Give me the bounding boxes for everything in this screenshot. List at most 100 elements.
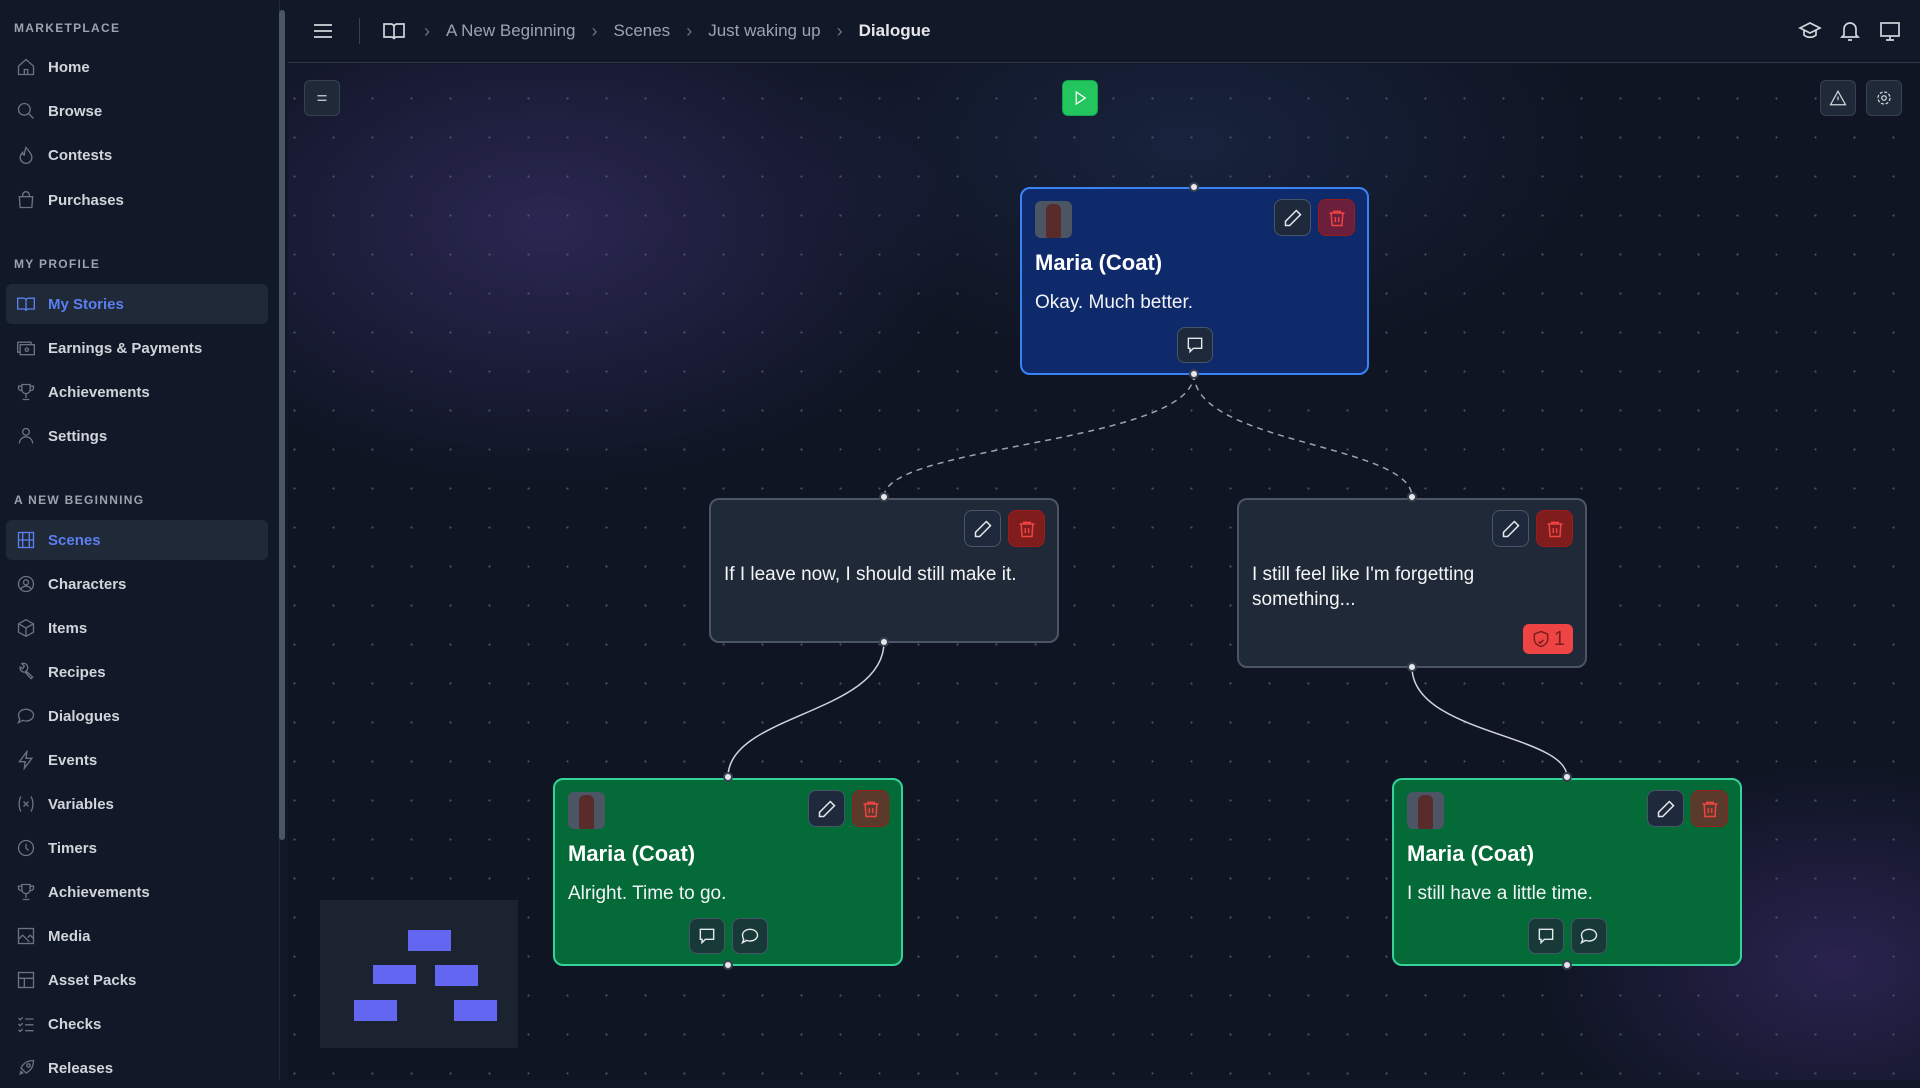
delete-button[interactable] (852, 790, 889, 827)
film-icon (17, 531, 35, 549)
node-input-handle[interactable] (1407, 492, 1417, 502)
breadcrumb-current: Dialogue (858, 21, 931, 40)
add-dialogue-button[interactable] (1176, 327, 1213, 363)
node-output-handle[interactable] (879, 637, 889, 647)
node-output-handle[interactable] (1562, 960, 1572, 970)
sidebar-item-checks[interactable]: Checks (6, 1004, 268, 1044)
add-dialogue-button[interactable] (1527, 918, 1564, 954)
choice-node-2[interactable]: I still feel like I'm forgetting somethi… (1237, 498, 1587, 668)
dialogue-text: Alright. Time to go. (568, 883, 727, 904)
sidebar-item-variables[interactable]: Variables (6, 784, 268, 824)
sidebar-item-recipes[interactable]: Recipes (6, 652, 268, 692)
sidebar-item-browse[interactable]: Browse (6, 91, 268, 131)
node-input-handle[interactable] (879, 492, 889, 502)
edit-button[interactable] (1274, 199, 1311, 236)
minimap[interactable] (320, 900, 518, 1048)
sidebar-item-my-stories[interactable]: My Stories (6, 284, 268, 324)
dialogue-canvas[interactable]: Maria (Coat) Okay. Much better. If I lea… (288, 64, 1920, 1080)
dialogue-node-leaf-2[interactable]: Maria (Coat) I still have a little time. (1392, 778, 1742, 966)
menu-icon[interactable] (311, 19, 335, 43)
checklist-icon (18, 1016, 34, 1033)
chevron-right-icon: › (591, 20, 598, 41)
book-icon[interactable] (382, 19, 406, 43)
breadcrumb-scene[interactable]: Just waking up (708, 21, 821, 40)
breadcrumb-scenes[interactable]: Scenes (613, 21, 671, 40)
sidebar-item-dialogues[interactable]: Dialogues (6, 696, 268, 736)
node-input-handle[interactable] (1562, 772, 1572, 782)
add-choice-button[interactable] (731, 918, 768, 954)
gear-icon (1877, 91, 1891, 105)
condition-count: 1 (1553, 627, 1565, 650)
play-icon (1075, 90, 1087, 106)
character-name: Maria (Coat) (1407, 841, 1535, 866)
delete-button[interactable] (1008, 510, 1045, 547)
edit-button[interactable] (808, 790, 845, 827)
monitor-icon[interactable] (1878, 19, 1902, 43)
chat-icon (16, 706, 36, 726)
minimap-node (354, 1000, 397, 1021)
sidebar-item-asset-packs[interactable]: Asset Packs (6, 960, 268, 1000)
divider (359, 18, 360, 44)
delete-button[interactable] (1318, 199, 1355, 236)
sidebar-item-characters[interactable]: Characters (6, 564, 268, 604)
settings-button[interactable] (1866, 80, 1902, 116)
sidebar-item-label: Recipes (48, 663, 106, 681)
add-choice-button[interactable] (1570, 918, 1607, 954)
node-input-handle[interactable] (723, 772, 733, 782)
choice-text: If I leave now, I should still make it. (724, 564, 1017, 585)
variable-icon (18, 796, 34, 812)
sidebar-item-earnings[interactable]: Earnings & Payments (6, 328, 268, 368)
edit-button[interactable] (1647, 790, 1684, 827)
sidebar-item-label: My Stories (48, 295, 124, 313)
sidebar-item-label: Characters (48, 575, 127, 593)
sidebar-item-contests[interactable]: Contests (6, 135, 268, 175)
edit-button[interactable] (964, 510, 1001, 547)
edit-button[interactable] (1492, 510, 1529, 547)
warnings-button[interactable] (1820, 80, 1856, 116)
sidebar-item-achievements-story[interactable]: Achievements (6, 872, 268, 912)
toggle-panel-button[interactable] (304, 80, 340, 116)
node-output-handle[interactable] (723, 960, 733, 970)
graduation-cap-icon[interactable] (1798, 19, 1822, 43)
sidebar-item-items[interactable]: Items (6, 608, 268, 648)
choice-node-1[interactable]: If I leave now, I should still make it. (709, 498, 1059, 643)
sidebar-item-releases[interactable]: Releases (6, 1048, 268, 1088)
warning-icon (1829, 89, 1847, 106)
shield-check-icon (1533, 630, 1549, 648)
character-avatar (1035, 201, 1072, 238)
bell-icon[interactable] (1838, 19, 1862, 43)
pencil-icon (973, 519, 993, 539)
trash-icon (1017, 519, 1037, 539)
sidebar-scrollbar[interactable] (279, 10, 285, 840)
sidebar-item-label: Items (48, 619, 88, 637)
minimap-node (435, 965, 478, 986)
chat-dots-icon (1536, 926, 1556, 946)
delete-button[interactable] (1691, 790, 1728, 827)
sidebar-item-settings[interactable]: Settings (6, 416, 268, 456)
add-dialogue-button[interactable] (688, 918, 725, 954)
chat-bubble-icon (1579, 926, 1599, 946)
sidebar-item-events[interactable]: Events (6, 740, 268, 780)
breadcrumb-story[interactable]: A New Beginning (446, 21, 576, 40)
node-input-handle[interactable] (1189, 182, 1199, 192)
delete-button[interactable] (1536, 510, 1573, 547)
sidebar-item-label: Purchases (48, 191, 124, 209)
dialogue-node-root[interactable]: Maria (Coat) Okay. Much better. (1020, 187, 1369, 375)
sidebar-item-achievements[interactable]: Achievements (6, 372, 268, 412)
sidebar-item-home[interactable]: Home (6, 47, 268, 87)
node-output-handle[interactable] (1407, 662, 1417, 672)
sidebar-item-scenes[interactable]: Scenes (6, 520, 268, 560)
sidebar-item-label: Settings (48, 427, 108, 445)
trash-icon (1545, 519, 1565, 539)
node-output-handle[interactable] (1189, 369, 1199, 379)
sidebar-item-purchases[interactable]: Purchases (6, 180, 268, 220)
condition-badge[interactable]: 1 (1522, 624, 1573, 654)
choice-text: I still feel like I'm forgetting somethi… (1252, 564, 1475, 610)
sidebar-item-media[interactable]: Media (6, 916, 268, 956)
sidebar-item-timers[interactable]: Timers (6, 828, 268, 868)
sidebar-item-label: Asset Packs (48, 971, 137, 989)
play-button[interactable] (1062, 80, 1098, 116)
pencil-icon (1501, 519, 1521, 539)
character-name: Maria (Coat) (1035, 250, 1163, 275)
dialogue-node-leaf-1[interactable]: Maria (Coat) Alright. Time to go. (553, 778, 903, 966)
